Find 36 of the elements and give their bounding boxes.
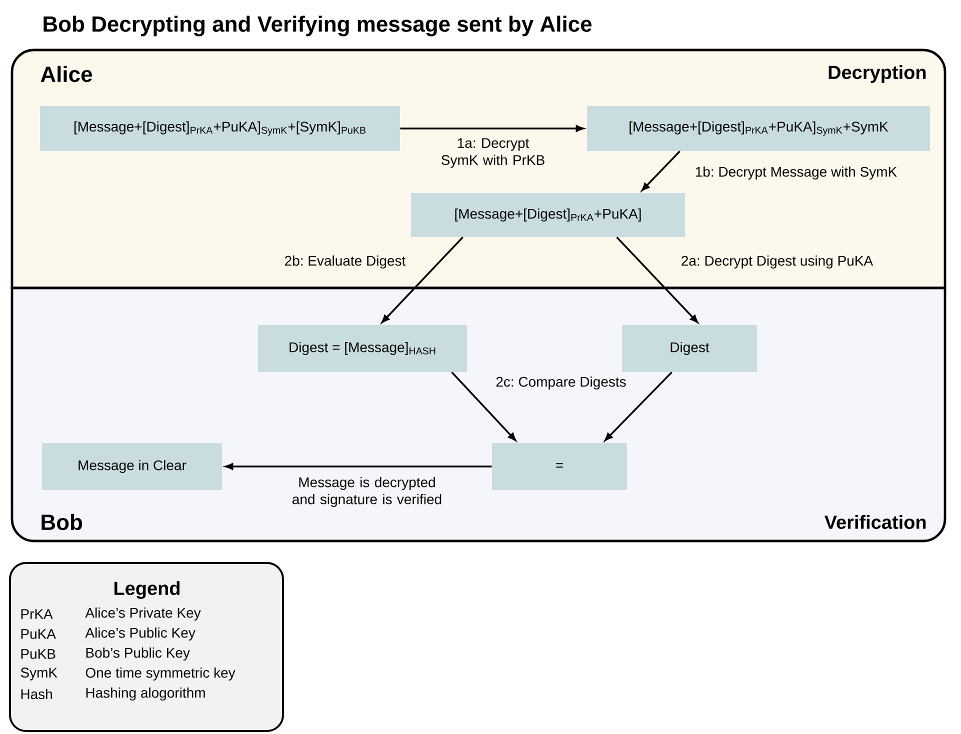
phase-label: Verification [824,515,926,529]
legend-description: One time symmetric key [86,667,236,681]
legend-description: Bob’s Public Key [86,647,190,661]
arrow [451,372,516,441]
arrow [382,236,464,323]
legend-description: Alice’s Private Key [85,607,201,621]
edge-label: 1a: Decrypt SymK with PrKB [442,138,544,168]
edge-label: 2c: Compare Digests [496,376,626,390]
lane-title: Alice [40,66,92,82]
legend-description: Alice’s Public Key [85,627,196,641]
phase-label: Decryption [828,65,926,83]
legend-key: PuKB [21,649,56,659]
arrow [225,463,492,470]
arrow [604,372,672,441]
edge-label: 2b: Evaluate Digest [285,255,406,269]
process-box: Message in Clear [42,443,222,490]
process-box: Digest = [Message]$_{HASH}$ [258,325,467,372]
process-box: Digest [622,325,757,372]
legend-key: SymK [20,668,58,680]
process-box: [Message+[Digest]$_{PrKA}$+PuKA]$_{SymK}$+[SymK]$_{PuKB}$ [40,106,400,151]
lane-title: Bob [42,514,82,530]
legend-key: PrKA [21,609,53,619]
process-box: = [492,443,627,490]
legend-description: Hashing alogorithm [86,687,205,701]
arrow [642,150,680,191]
edge-label: Message is decrypted and signature is verified [292,476,442,508]
title: Bob Decrypting and Verifying message sent by Alice [44,16,592,36]
arrow [400,125,584,132]
legend-title: Legend [114,581,180,599]
edge-label: 1b: Decrypt Message with SymK [696,166,897,180]
edge-label: 2a: Decrypt Digest using PuKA [682,255,874,269]
process-box: [Message+[Digest]$_{PrKA}$+PuKA] [411,193,685,237]
arrow [616,236,698,323]
legend-key: Hash [21,688,52,700]
legend-key: PuKA [21,629,56,639]
process-box: [Message+[Digest]$_{PrKA}$+PuKA]$_{SymK}$+SymK [587,106,930,151]
